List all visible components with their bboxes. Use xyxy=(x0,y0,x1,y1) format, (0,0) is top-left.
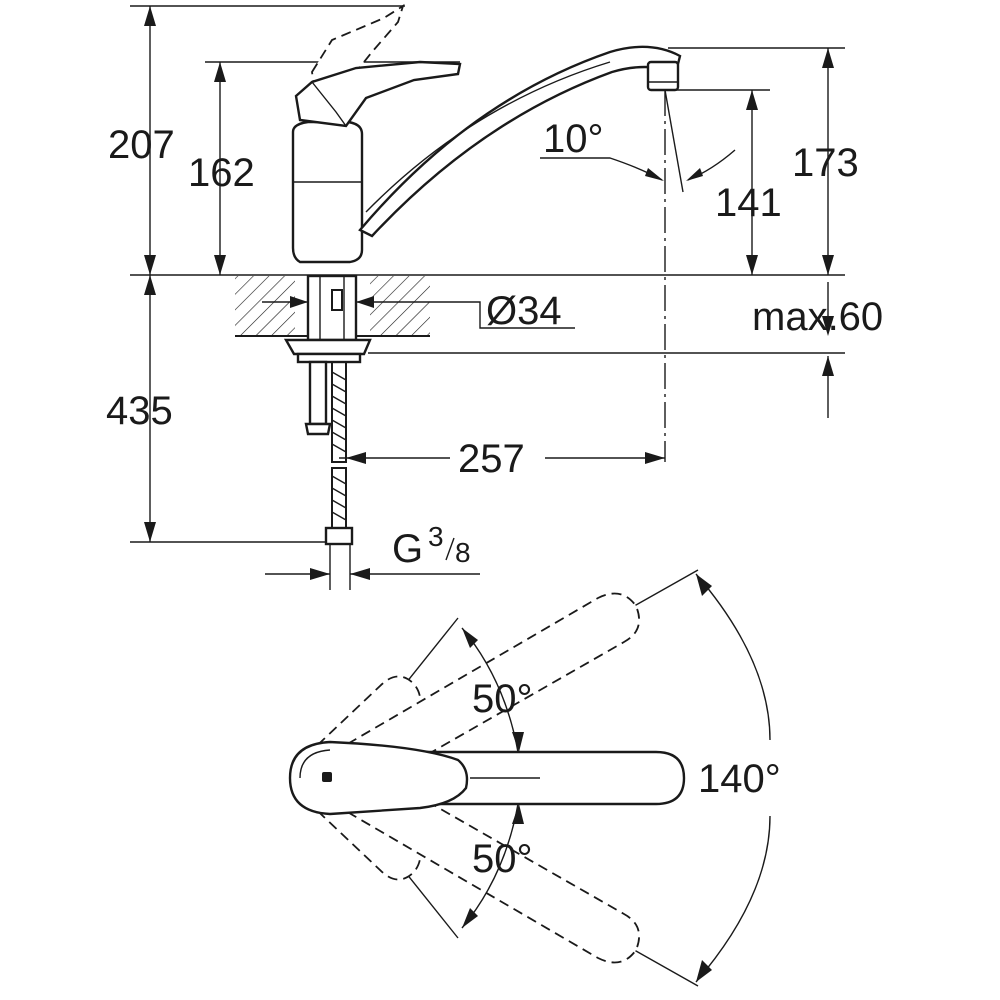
mounting-shank xyxy=(283,274,372,364)
dim-thread-letter: G xyxy=(392,527,423,571)
dim-10-deg-label: 10° xyxy=(543,117,604,161)
handle-center-position xyxy=(288,740,686,816)
handle-indicator xyxy=(322,772,332,782)
aerator xyxy=(646,60,680,92)
lever xyxy=(294,60,462,128)
top-view: 50° 50° 140° xyxy=(288,569,781,987)
dim-173-label: 173 xyxy=(792,141,859,185)
dim-thread-numerator: 3 xyxy=(428,521,444,552)
supply-hoses xyxy=(304,360,354,590)
dim-diameter-34-label: Ø34 xyxy=(486,289,562,333)
side-view: 207 162 10° 141 173 Ø34 max.60 xyxy=(106,3,883,590)
dim-50-deg-lower-label: 50° xyxy=(472,837,533,881)
dim-257-label: 257 xyxy=(458,437,525,481)
dim-141-label: 141 xyxy=(715,181,782,225)
dim-max-60-label: max.60 xyxy=(752,295,883,339)
dim-162-label: 162 xyxy=(188,151,255,195)
dim-thread-denominator: 8 xyxy=(455,537,471,568)
faucet-body xyxy=(291,45,682,264)
dim-50-deg-upper-label: 50° xyxy=(472,677,533,721)
dim-140-deg-label: 140° xyxy=(698,757,781,801)
dim-435-label: 435 xyxy=(106,389,173,433)
dim-207-label: 207 xyxy=(108,123,175,167)
